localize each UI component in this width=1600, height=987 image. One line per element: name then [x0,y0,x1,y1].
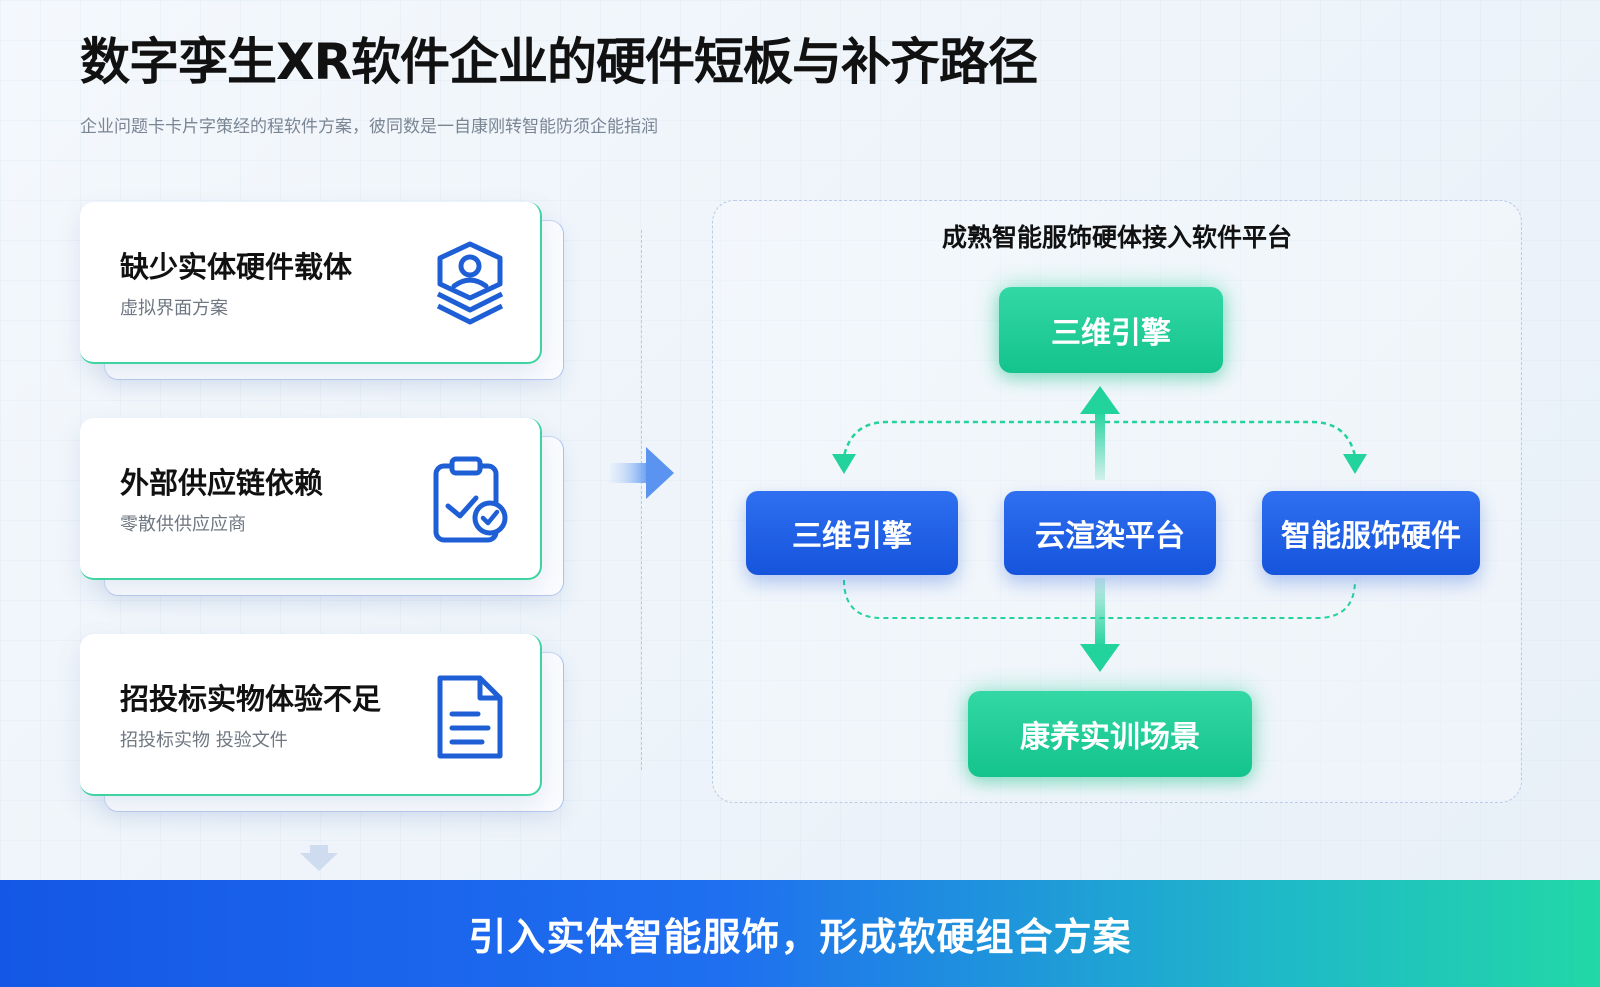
card-subtitle: 虚拟界面方案 [120,298,228,319]
node-left: 三维引擎 [746,491,958,575]
document-icon [437,675,503,759]
page-title: 数字孪生XR软件企业的硬件短板与补齐路径 [80,33,1038,91]
node-top: 三维引擎 [999,287,1223,373]
hardware-stack-icon [436,241,504,325]
node-right: 智能服饰硬件 [1262,491,1480,575]
divider-dashed [641,230,642,770]
node-bottom: 康养实训场景 [968,691,1252,777]
flow-connectors [832,386,1367,672]
down-arrow-icon [300,845,338,871]
platform-title: 成熟智能服饰硬体接入软件平台 [941,223,1292,252]
clipboard-check-icon [433,456,508,543]
card-face: 外部供应链依赖 零散供供应应商 [80,418,542,580]
banner-text: 引入实体智能服饰，形成软硬组合方案 [468,915,1132,959]
problem-card-hardware: 缺少实体硬件载体 虚拟界面方案 [80,202,580,387]
card-subtitle: 招投标实物 投验文件 [120,730,288,751]
conclusion-banner: 引入实体智能服饰，形成软硬组合方案 [0,880,1600,987]
right-arrow-icon [610,447,674,499]
card-face: 缺少实体硬件载体 虚拟界面方案 [80,202,542,364]
card-face: 招投标实物体验不足 招投标实物 投验文件 [80,634,542,796]
page-subtitle: 企业问题卡卡片字策经的程软件方案，彼同数是一自康刚转智能防须企能指润 [80,117,658,137]
problem-card-bidding: 招投标实物体验不足 招投标实物 投验文件 [80,634,580,819]
node-center: 云渲染平台 [1004,491,1216,575]
card-subtitle: 零散供供应应商 [120,514,246,535]
card-title: 缺少实体硬件载体 [120,250,353,284]
problem-card-supply-chain: 外部供应链依赖 零散供供应应商 [80,418,580,603]
card-title: 招投标实物体验不足 [120,682,382,716]
card-title: 外部供应链依赖 [120,466,324,500]
